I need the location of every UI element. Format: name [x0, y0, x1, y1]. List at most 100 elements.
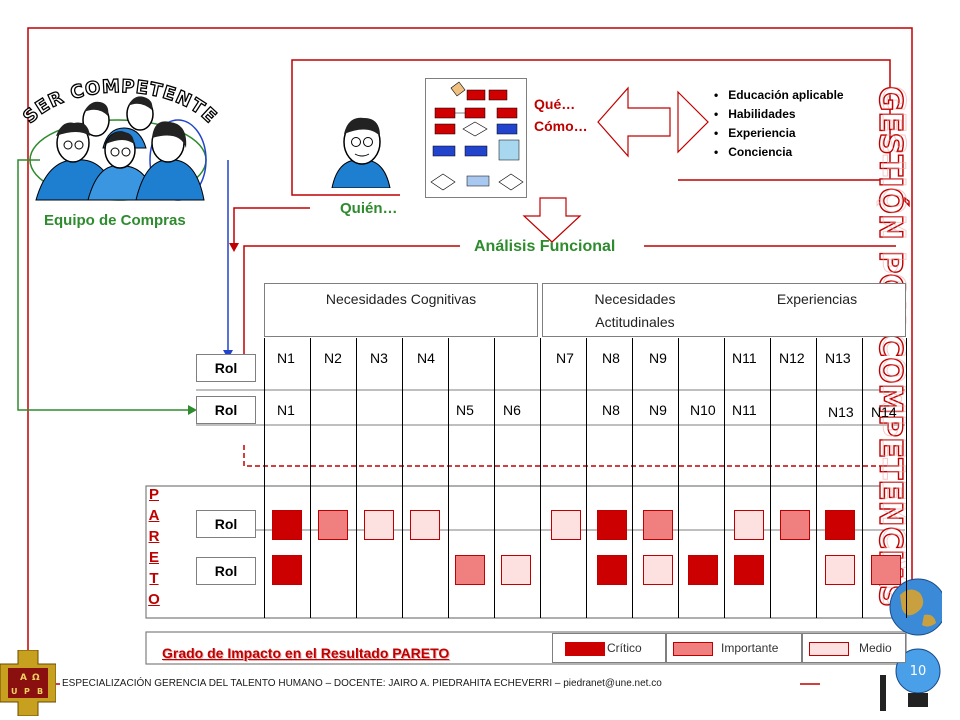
- footer-text: ESPECIALIZACIÓN GERENCIA DEL TALENTO HUM…: [62, 678, 662, 689]
- impact-square-critico: [597, 510, 627, 540]
- need-cell: N3: [370, 350, 388, 366]
- column-line: [678, 338, 679, 618]
- team-label: Equipo de Compras: [44, 212, 186, 229]
- column-line: [632, 338, 633, 618]
- logo-letter: A: [20, 673, 27, 683]
- need-cell: N4: [417, 350, 435, 366]
- pareto-letter: T: [149, 570, 159, 587]
- need-cell: N5: [456, 402, 474, 418]
- legend-critico: Crítico: [552, 633, 666, 663]
- column-line: [356, 338, 357, 618]
- column-line: [310, 338, 311, 618]
- column-line: [816, 338, 817, 618]
- analysis-label: Análisis Funcional: [474, 238, 616, 255]
- column-line: [724, 338, 725, 618]
- column-line: [448, 338, 449, 618]
- column-line: [770, 338, 771, 618]
- need-cell: N1: [277, 402, 295, 418]
- impact-square-importante: [455, 555, 485, 585]
- impact-square-medio: [501, 555, 531, 585]
- header-actitudinales-text-1: Necesidades: [594, 291, 676, 307]
- header-cognitivas-text: Necesidades Cognitivas: [325, 291, 477, 307]
- logo-letter: Ω: [32, 673, 40, 683]
- rol-box-1: Rol: [196, 354, 256, 382]
- need-cell: N2: [324, 350, 342, 366]
- quien-label: Quién…: [340, 200, 398, 217]
- legend-swatch-importante: [673, 642, 713, 656]
- legend-swatch-critico: [565, 642, 605, 656]
- column-line: [540, 338, 541, 618]
- impact-square-importante: [643, 510, 673, 540]
- impact-square-critico: [597, 555, 627, 585]
- header-experiencias-text: Experiencias: [776, 291, 858, 307]
- need-cell: N13: [825, 350, 851, 366]
- impact-square-importante: [318, 510, 348, 540]
- need-cell: N12: [779, 350, 805, 366]
- university-logo-icon: A Ω U P B: [0, 650, 56, 716]
- impact-square-critico: [688, 555, 718, 585]
- logo-letter: U: [11, 687, 18, 696]
- pareto-letter: E: [148, 549, 159, 566]
- impact-square-medio: [825, 555, 855, 585]
- column-line: [264, 338, 265, 618]
- impact-square-medio: [364, 510, 394, 540]
- header-cognitivas: [264, 283, 538, 337]
- need-cell: N11: [732, 402, 757, 418]
- pareto-letter: O: [148, 591, 160, 608]
- legend-medio: Medio: [802, 633, 906, 663]
- skills-list: Educación aplicable Habilidades Experien…: [718, 86, 844, 162]
- flowchart-icon: [430, 81, 524, 191]
- rol-box-pareto-2: Rol: [196, 557, 256, 585]
- pareto-letter: R: [148, 528, 160, 545]
- need-cell: N6: [503, 402, 521, 418]
- legend-swatch-medio: [809, 642, 849, 656]
- pareto-letter: P: [148, 486, 159, 503]
- rol-box-pareto-1: Rol: [196, 510, 256, 538]
- impact-square-medio: [551, 510, 581, 540]
- impact-square-medio: [643, 555, 673, 585]
- legend-importante: Importante: [666, 633, 802, 663]
- impact-square-importante: [780, 510, 810, 540]
- skills-item: Educación aplicable: [718, 86, 843, 105]
- need-cell: N9: [649, 402, 667, 418]
- legend-label-critico: Crítico: [607, 641, 642, 655]
- skills-item: Experiencia: [718, 124, 844, 143]
- need-cell: N14: [871, 404, 897, 420]
- impact-title: Grado de Impacto en el Resultado PARETO: [162, 645, 450, 661]
- impact-square-medio: [410, 510, 440, 540]
- logo-letter: B: [37, 687, 43, 696]
- impact-square-critico: [734, 555, 764, 585]
- column-line: [586, 338, 587, 618]
- person-icon: [331, 117, 391, 188]
- column-line: [494, 338, 495, 618]
- pareto-label: P A R E T O: [144, 486, 164, 616]
- need-cell: N13: [828, 404, 854, 420]
- column-line: [402, 338, 403, 618]
- impact-square-medio: [734, 510, 764, 540]
- column-line: [906, 338, 907, 618]
- page-number: 10: [910, 664, 927, 679]
- need-cell: N8: [602, 402, 620, 418]
- arrows-icon: [522, 86, 709, 243]
- como-label: Cómo…: [534, 118, 588, 134]
- need-cell: N11: [732, 350, 757, 366]
- pareto-letter: A: [148, 507, 160, 524]
- header-actitudinales-text-2: Actitudinales: [595, 314, 675, 330]
- impact-square-critico: [272, 555, 302, 585]
- impact-square-critico: [272, 510, 302, 540]
- rol-box-2: Rol: [196, 396, 256, 424]
- need-cell: N8: [602, 350, 620, 366]
- header-actitudinales: [542, 283, 906, 337]
- need-cell: N7: [556, 350, 574, 366]
- need-cell: N9: [649, 350, 667, 366]
- logo-letter: P: [24, 687, 30, 696]
- skills-item: Conciencia: [718, 143, 844, 162]
- team-people-icon: [29, 96, 207, 201]
- column-line: [862, 338, 863, 618]
- impact-square-importante: [871, 555, 901, 585]
- need-cell: N10: [690, 402, 716, 418]
- need-cell: N1: [277, 350, 295, 366]
- que-label: Qué…: [534, 96, 576, 112]
- legend-label-medio: Medio: [859, 641, 892, 655]
